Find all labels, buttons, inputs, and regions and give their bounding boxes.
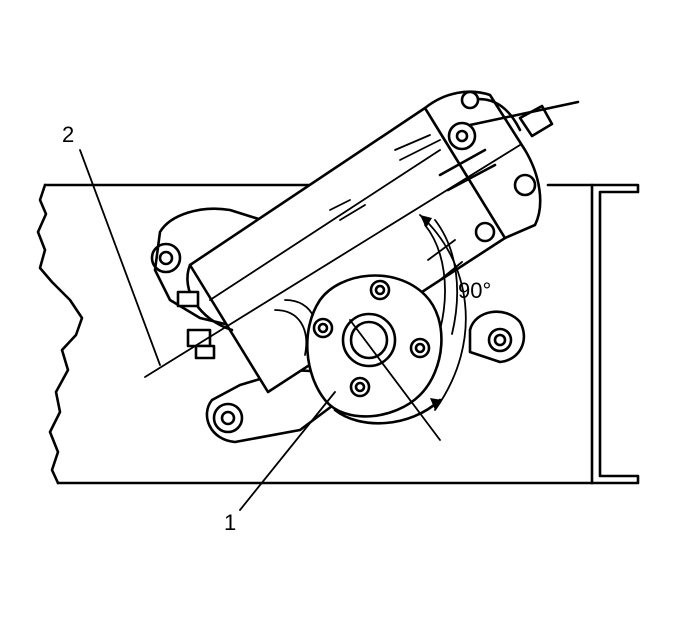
- callout-2: 2: [62, 122, 161, 366]
- side-bolts: [176, 290, 216, 360]
- frame-rail: [36, 183, 640, 485]
- valve-housing: [423, 90, 580, 243]
- centerlines: [144, 144, 521, 441]
- callout-2-label: 2: [62, 122, 74, 147]
- callout-1: 1: [224, 391, 336, 535]
- sector-shaft-cover: [305, 274, 443, 425]
- right-mount-ear: [468, 310, 526, 364]
- angle-indicator: [419, 214, 467, 411]
- angle-label: 90°: [458, 278, 491, 303]
- hoses: [274, 219, 459, 359]
- callout-1-label: 1: [224, 510, 236, 535]
